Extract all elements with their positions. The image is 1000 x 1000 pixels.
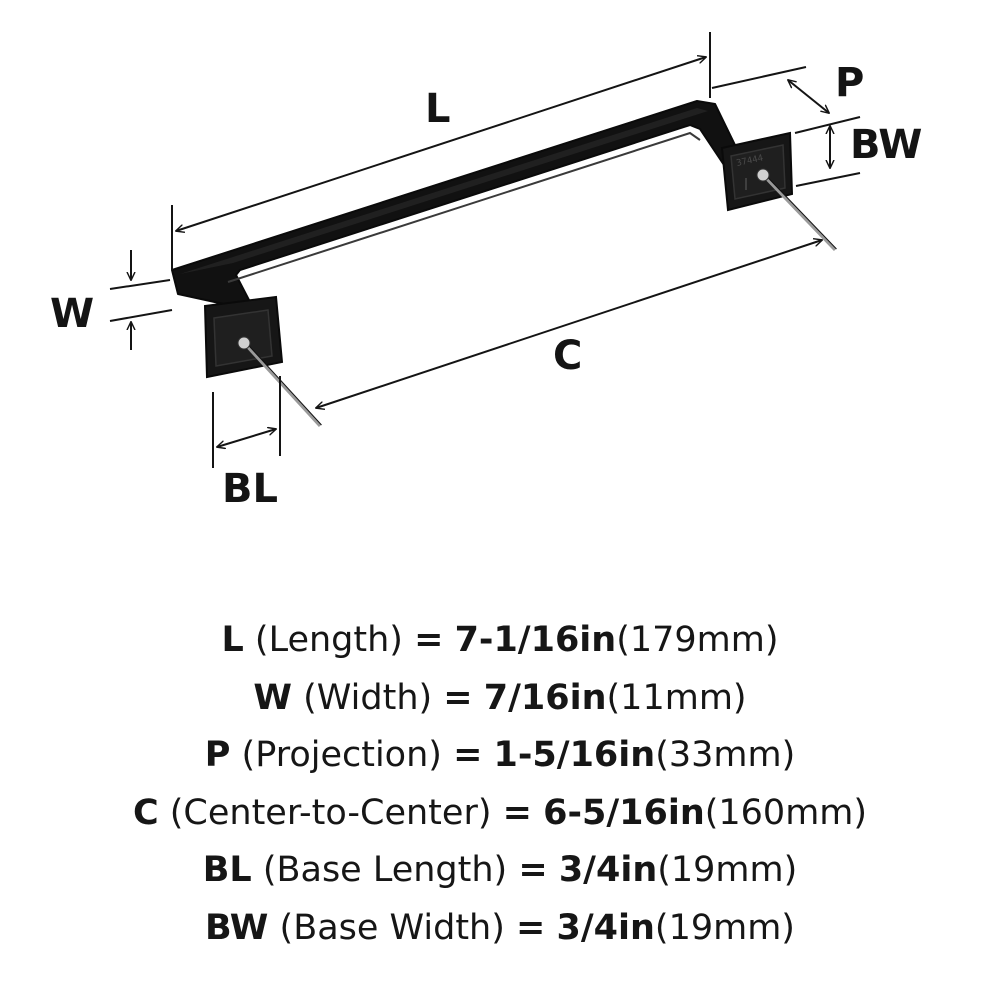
handle-channel: [227, 131, 701, 283]
spec-metric: (160mm): [704, 792, 868, 833]
spec-abbr: W: [253, 677, 293, 718]
specification-list: L (Length) = 7-1/16in(179mm) W (Width) =…: [0, 612, 1000, 957]
spec-abbr: C: [132, 792, 159, 833]
spec-name: (Base Length): [262, 850, 508, 890]
spec-metric: (11mm): [606, 677, 747, 718]
spec-name: (Base Width): [279, 907, 505, 948]
label-w: W: [50, 291, 94, 337]
spec-imperial: 3/4in: [558, 850, 658, 890]
handle-drawing: 37444: [50, 32, 922, 512]
spec-abbr: P: [204, 735, 231, 775]
spec-width: W (Width) = 7/16in(11mm): [0, 670, 1000, 728]
spec-metric: (19mm): [654, 907, 795, 948]
spec-metric: (179mm): [616, 620, 779, 660]
spec-name: (Length): [254, 620, 403, 660]
spec-center-to-center: C (Center-to-Center) = 6-5/16in(160mm): [0, 785, 1000, 843]
spec-imperial: 7-1/16in: [454, 620, 617, 660]
handle-highlight: [180, 108, 708, 274]
label-bl: BL: [222, 466, 278, 512]
right-screw: [761, 173, 837, 252]
dim-p-arrow: [788, 80, 829, 113]
dim-p-ext-top: [711, 66, 807, 89]
spec-equals: =: [502, 792, 532, 833]
spec-projection: P (Projection) = 1-5/16in(33mm): [0, 727, 1000, 785]
label-bw: BW: [850, 122, 922, 168]
label-p: P: [835, 60, 864, 106]
spec-length: L (Length) = 7-1/16in(179mm): [0, 612, 1000, 670]
spec-imperial: 6-5/16in: [543, 792, 705, 833]
spec-equals: =: [516, 907, 546, 948]
spec-abbr: BL: [202, 850, 252, 890]
spec-equals: =: [518, 850, 548, 890]
label-c: C: [553, 333, 582, 379]
label-l: L: [425, 86, 451, 132]
dimension-lines: [109, 32, 861, 468]
spec-name: (Width): [303, 677, 433, 718]
dim-c-arrow: [316, 240, 822, 408]
dim-w-ext-top: [109, 279, 171, 290]
spec-imperial: 3/4in: [556, 907, 655, 948]
left-screw: [242, 341, 322, 428]
spec-imperial: 7/16in: [483, 677, 607, 718]
spec-equals: =: [443, 677, 473, 718]
spec-abbr: BW: [205, 907, 269, 948]
dim-bl-arrow: [217, 429, 276, 447]
dim-bw-ext-bottom: [795, 172, 861, 187]
spec-name: (Center-to-Center): [169, 792, 492, 833]
spec-metric: (19mm): [657, 850, 798, 890]
dim-w-ext-bottom: [109, 309, 173, 322]
dimension-diagram: 37444: [50, 32, 922, 512]
dim-p-ext-bottom: [794, 116, 861, 134]
spec-imperial: 1-5/16in: [493, 735, 656, 775]
spec-metric: (33mm): [655, 735, 796, 775]
spec-equals: =: [453, 735, 483, 775]
dim-l-arrow: [176, 57, 706, 231]
spec-equals: =: [414, 620, 444, 660]
spec-base-width: BW (Base Width) = 3/4in(19mm): [0, 900, 1000, 958]
cabinet-pull: 37444: [171, 100, 837, 428]
spec-base-length: BL (Base Length) = 3/4in(19mm): [0, 842, 1000, 900]
spec-name: (Projection): [241, 735, 442, 775]
spec-abbr: L: [221, 620, 244, 660]
